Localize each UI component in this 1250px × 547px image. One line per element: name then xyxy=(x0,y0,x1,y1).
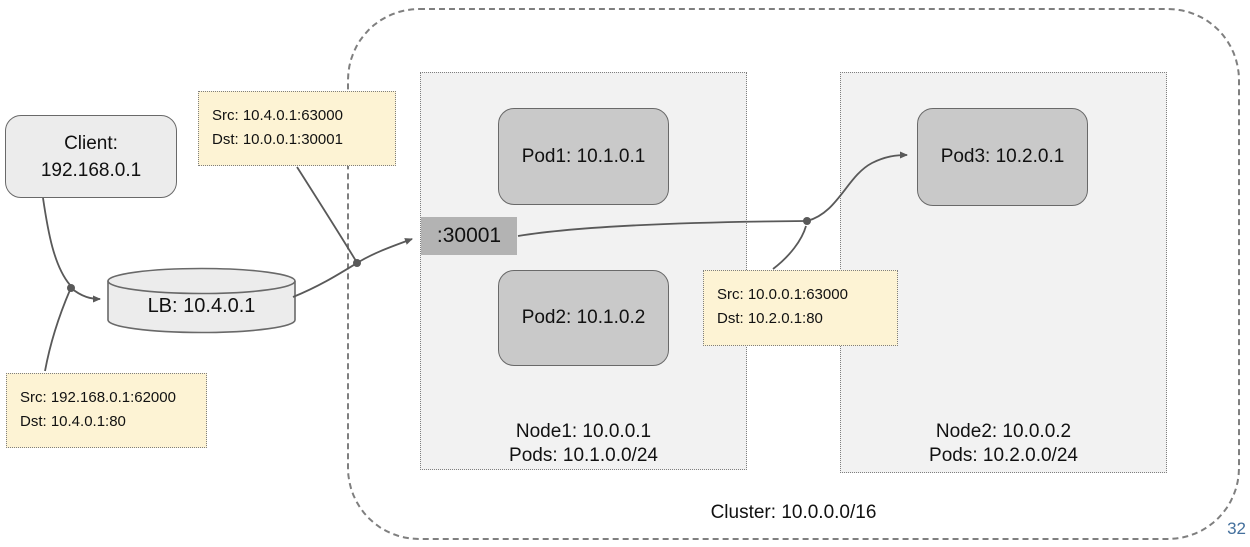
note-src: Src: 192.168.0.1:62000 xyxy=(20,389,176,406)
node2-ip: Node2: 10.0.0.2 xyxy=(935,421,1072,442)
client-ip: 192.168.0.1 xyxy=(40,159,142,181)
note-dst: Dst: 10.0.0.1:30001 xyxy=(212,131,343,148)
pod2-box: Pod2: 10.1.0.2 xyxy=(498,270,669,366)
note-dst: Dst: 10.2.0.1:80 xyxy=(717,310,823,327)
pod3-label: Pod3: 10.2.0.1 xyxy=(940,146,1065,167)
node1-pod-cidr: Pods: 10.1.0.0/24 xyxy=(509,445,658,466)
junction-dot-client xyxy=(67,284,75,292)
cluster-label: Cluster: 10.0.0.0/16 xyxy=(710,502,877,523)
nodeport-badge: :30001 xyxy=(421,217,517,255)
edge-junction-to-note2 xyxy=(44,289,71,372)
packet-note-client-to-lb: Src: 192.168.0.1:62000 Dst: 10.4.0.1:80 xyxy=(6,373,207,448)
pod2-label: Pod2: 10.1.0.2 xyxy=(521,307,646,328)
packet-note-node-to-pod: Src: 10.0.0.1:63000 Dst: 10.2.0.1:80 xyxy=(703,270,898,346)
node2-label: Node2: 10.0.0.2 Pods: 10.2.0.0/24 xyxy=(840,420,1167,468)
pod3-box: Pod3: 10.2.0.1 xyxy=(917,108,1088,206)
edge-client-to-junction xyxy=(42,197,71,286)
edge-junction-to-lb xyxy=(70,287,101,303)
node2-pod-cidr: Pods: 10.2.0.0/24 xyxy=(929,445,1078,466)
note-src: Src: 10.0.0.1:63000 xyxy=(717,286,848,303)
pod1-label: Pod1: 10.1.0.1 xyxy=(521,145,646,167)
lb-label: LB: 10.4.0.1 xyxy=(147,294,256,317)
page-number: 32 xyxy=(1227,519,1246,538)
node1-label: Node1: 10.0.0.1 Pods: 10.1.0.0/24 xyxy=(420,420,747,468)
client-box: Client: 192.168.0.1 xyxy=(5,115,177,198)
pod1-box: Pod1: 10.1.0.1 xyxy=(498,108,669,205)
node1-ip: Node1: 10.0.0.1 xyxy=(515,421,652,442)
note-src: Src: 10.4.0.1:63000 xyxy=(212,107,343,124)
client-label: Client: xyxy=(64,132,118,154)
note-dst: Dst: 10.4.0.1:80 xyxy=(20,413,126,430)
packet-note-lb-to-node: Src: 10.4.0.1:63000 Dst: 10.0.0.1:30001 xyxy=(198,91,396,166)
